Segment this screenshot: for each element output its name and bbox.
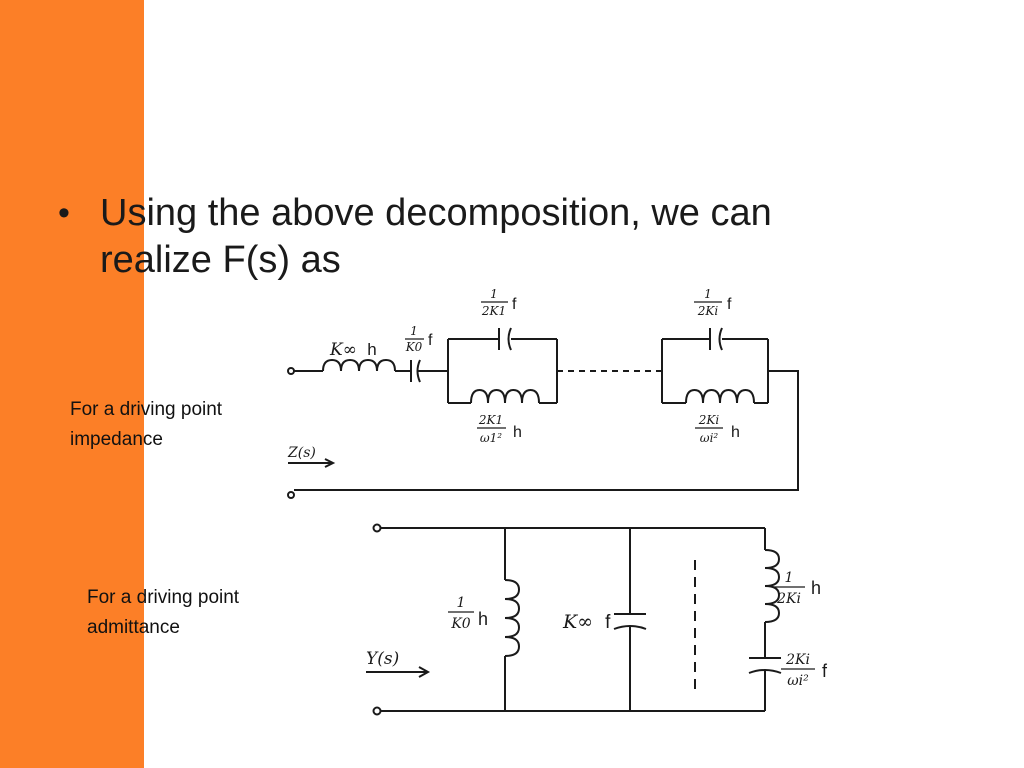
impedance-caption-line-2: impedance — [70, 429, 163, 450]
tanki-cap-denominator: 2Ki — [697, 304, 719, 318]
shunt-ind-denominator: K0 — [450, 616, 470, 632]
tank-circuit-i — [661, 327, 769, 404]
admittance-terminal-top — [372, 523, 382, 533]
tanki-ind-numerator: 2Ki — [698, 413, 720, 427]
branch-ind-unit: h — [811, 578, 821, 598]
series-cap-denominator: K0 — [405, 340, 423, 354]
tank1-ind-denominator: ω1² — [480, 431, 502, 445]
bullet-icon: • — [58, 194, 70, 232]
branch-ind-denominator: 2Ki — [776, 591, 801, 607]
series-capacitor — [410, 359, 421, 383]
impedance-input-label: Z(s) — [287, 445, 316, 461]
admittance-input-label: Y(s) — [366, 649, 399, 669]
impedance-caption: For a driving point impedance — [70, 395, 222, 455]
branch-cap-unit: f — [822, 661, 828, 681]
series-cap-unit: f — [428, 332, 433, 349]
bullet-line-1: Using the above decomposition, we can — [100, 192, 772, 234]
series-inductor-symbol: K∞ — [329, 340, 357, 360]
accent-side-band — [0, 0, 144, 768]
admittance-caption: For a driving point admittance — [87, 583, 239, 643]
shunt-ind-unit: h — [478, 609, 488, 629]
series-inductor — [322, 358, 396, 372]
branch-cap-denominator: ωi² — [787, 673, 809, 689]
tank1-cap-numerator: 1 — [490, 287, 498, 301]
series-inductor-unit: h — [367, 340, 376, 359]
input-terminal-bottom — [287, 491, 295, 499]
shunt-cap-unit: f — [605, 612, 611, 633]
tank1-ind-numerator: 2K1 — [478, 413, 503, 427]
admittance-terminal-bottom — [372, 706, 382, 716]
shunt-cap-symbol: K∞ — [562, 611, 593, 633]
shunt-capacitor — [613, 528, 647, 711]
shunt-inductor — [504, 528, 521, 711]
impedance-caption-line-1: For a driving point — [70, 399, 223, 420]
branch-ind-numerator: 1 — [785, 570, 794, 586]
branch-cap-numerator: 2Ki — [785, 652, 810, 668]
tank1-cap-unit: f — [512, 296, 517, 313]
tank1-cap-denominator: 2K1 — [481, 304, 506, 318]
series-lc-branch — [748, 528, 782, 711]
tanki-ind-denominator: ωi² — [700, 431, 719, 445]
admittance-caption-line-2: admittance — [87, 617, 180, 638]
admittance-caption-line-1: For a driving point — [87, 587, 240, 608]
svg-text:K∞ h: K∞ h — [329, 340, 377, 360]
shunt-ind-numerator: 1 — [457, 595, 466, 611]
svg-text:K∞ f: K∞ f — [562, 611, 611, 633]
tank1-ind-unit: h — [513, 424, 522, 441]
tanki-ind-unit: h — [731, 424, 740, 441]
bullet-text: Using the above decomposition, we can re… — [100, 190, 860, 284]
bullet-line-2: realize F(s) as — [100, 239, 341, 281]
tanki-cap-numerator: 1 — [704, 287, 712, 301]
tanki-cap-unit: f — [727, 296, 732, 313]
series-cap-numerator: 1 — [410, 324, 418, 338]
